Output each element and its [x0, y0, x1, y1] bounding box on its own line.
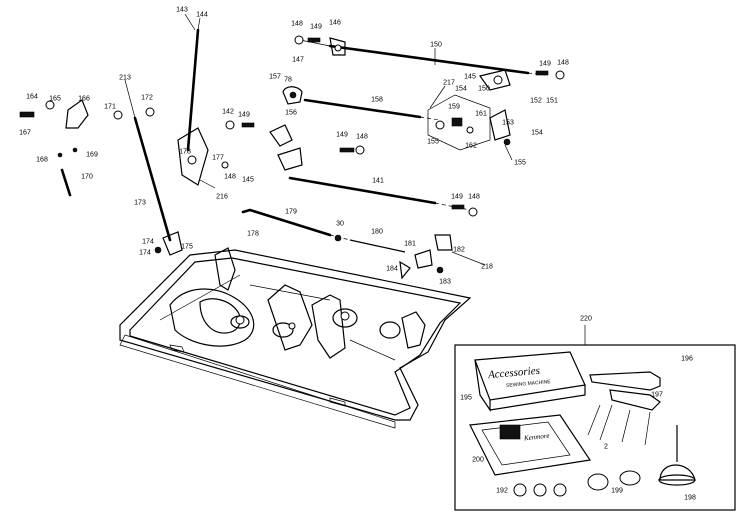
callout-label: 169 — [86, 151, 98, 159]
callout-label: 178 — [179, 148, 191, 156]
callout-label: 141 — [372, 177, 384, 185]
callout-label: 220 — [580, 315, 592, 323]
callout-label: 149 — [336, 131, 348, 139]
callout-label: 149 — [451, 193, 463, 201]
callout-label: 142 — [222, 108, 234, 116]
callout-label: 153 — [502, 119, 514, 127]
callout-label: 200 — [472, 456, 484, 464]
callout-label: 184 — [386, 265, 398, 273]
callout-label: 196 — [681, 355, 693, 363]
callout-label: 144 — [196, 11, 208, 19]
callout-label: 165 — [49, 95, 61, 103]
callout-label: 148 — [224, 173, 236, 181]
callout-label: 156 — [285, 109, 297, 117]
accessories-box — [454, 344, 736, 511]
callout-label: 159 — [448, 103, 460, 111]
callout-label: 154 — [531, 129, 543, 137]
callout-label: 2 — [604, 443, 608, 451]
callout-label: 213 — [119, 74, 131, 82]
callout-label: 180 — [371, 228, 383, 236]
callout-label: 192 — [496, 487, 508, 495]
callout-label: 217 — [443, 79, 455, 87]
callout-label: 30 — [336, 220, 344, 228]
callout-label: 181 — [404, 240, 416, 248]
callout-label: 174 — [142, 238, 154, 246]
callout-label: 174 — [139, 249, 151, 257]
callout-label: 161 — [475, 110, 487, 118]
callout-label: 149 — [310, 23, 322, 31]
callout-label: 178 — [247, 230, 259, 238]
callout-label: 166 — [78, 95, 90, 103]
callout-label: 182 — [453, 246, 465, 254]
callout-label: 157 — [269, 73, 281, 81]
callout-label: 78 — [284, 76, 292, 84]
callout-label: 148 — [557, 59, 569, 67]
callout-label: 148 — [468, 193, 480, 201]
callout-label: 162 — [465, 142, 477, 150]
callout-label: 167 — [19, 129, 31, 137]
callout-label: 154 — [455, 85, 467, 93]
callout-label: 149 — [238, 111, 250, 119]
callout-label: 147 — [292, 56, 304, 64]
callout-label: 199 — [611, 487, 623, 495]
callout-label: 148 — [356, 133, 368, 141]
callout-label: 155 — [514, 159, 526, 167]
callout-label: 152 — [530, 97, 542, 105]
rods — [60, 28, 546, 253]
callout-label: 183 — [439, 278, 451, 286]
callout-label: 218 — [481, 263, 493, 271]
callout-label: 158 — [371, 96, 383, 104]
callout-label: 195 — [460, 394, 472, 402]
callout-label: 151 — [546, 97, 558, 105]
callout-label: 198 — [684, 494, 696, 502]
callout-label: 146 — [329, 19, 341, 27]
callout-label: 150 — [478, 85, 490, 93]
callout-label: 171 — [104, 103, 116, 111]
callout-label: 170 — [81, 173, 93, 181]
callout-label: 168 — [36, 156, 48, 164]
small-parts — [19, 35, 565, 280]
callout-label: 175 — [181, 243, 193, 251]
callout-label: 177 — [212, 154, 224, 162]
callout-label: 172 — [141, 94, 153, 102]
callout-label: 149 — [539, 60, 551, 68]
callout-label: 145 — [242, 176, 254, 184]
callout-label: 216 — [216, 193, 228, 201]
callout-label: 179 — [285, 208, 297, 216]
callout-label: 145 — [464, 73, 476, 81]
callout-label: 148 — [291, 20, 303, 28]
base-plate — [119, 247, 472, 429]
callout-label: 143 — [176, 6, 188, 14]
callout-label: 197 — [651, 391, 663, 399]
callout-label: 150 — [430, 41, 442, 49]
callout-label: 155 — [427, 138, 439, 146]
leader-lines — [124, 13, 586, 345]
callout-label: 164 — [26, 93, 38, 101]
callout-label: 173 — [134, 199, 146, 207]
